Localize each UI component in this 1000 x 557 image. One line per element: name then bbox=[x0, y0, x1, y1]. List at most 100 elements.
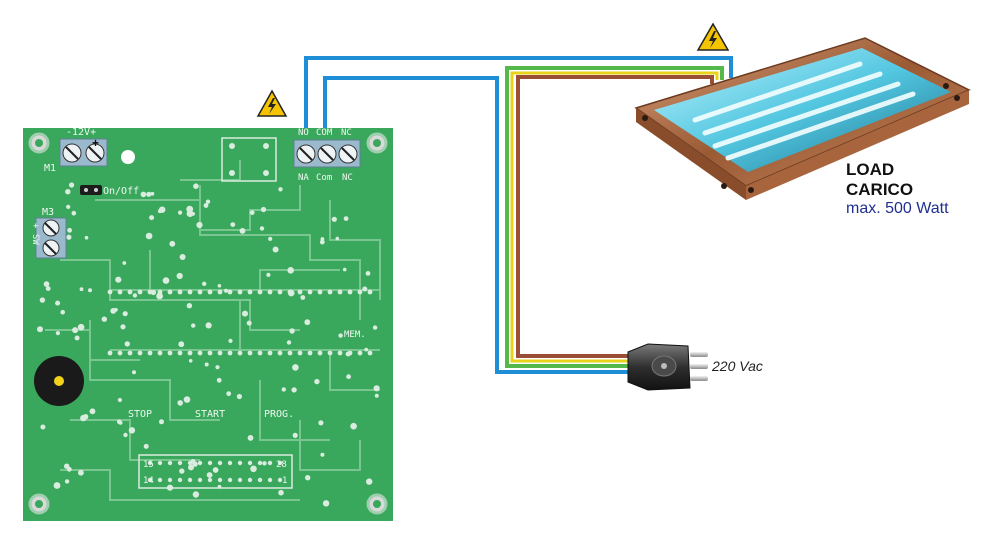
solder-pad bbox=[123, 432, 128, 438]
wire-earth-yellow bbox=[510, 71, 719, 363]
solder-pad bbox=[177, 350, 183, 356]
ic-pin-14: 14 bbox=[143, 476, 154, 486]
solder-pad bbox=[43, 281, 50, 287]
jumper-on-off bbox=[80, 185, 102, 195]
solder-pad bbox=[116, 419, 122, 425]
solder-pad bbox=[300, 295, 306, 300]
svg-text:+: + bbox=[92, 136, 99, 150]
solder-pad bbox=[60, 309, 65, 315]
solder-pad bbox=[132, 293, 138, 298]
solder-pad bbox=[318, 420, 324, 426]
solder-pad bbox=[115, 276, 122, 283]
solder-pad bbox=[365, 271, 371, 276]
solder-pad bbox=[66, 466, 72, 472]
relay-top-label-no: NO bbox=[298, 128, 309, 138]
solder-pad bbox=[122, 261, 127, 265]
solder-pad bbox=[346, 374, 351, 380]
solder-pad bbox=[291, 387, 297, 393]
solder-pad bbox=[215, 365, 220, 370]
solder-pad bbox=[277, 350, 283, 356]
solder-pad bbox=[314, 378, 320, 385]
solder-pad bbox=[205, 199, 211, 204]
solder-pad bbox=[107, 289, 113, 295]
solder-pad bbox=[178, 210, 183, 215]
solder-pad bbox=[55, 331, 61, 336]
solder-pad bbox=[197, 460, 203, 466]
solder-pad bbox=[157, 460, 163, 466]
m3-label: M3 bbox=[42, 207, 54, 218]
solder-pad bbox=[167, 289, 173, 295]
m1-label: M1 bbox=[44, 163, 56, 174]
solder-pad bbox=[287, 289, 295, 297]
solder-pad bbox=[307, 350, 313, 356]
load-spec: max. 500 Watt bbox=[846, 200, 949, 217]
solder-pad bbox=[55, 300, 61, 306]
solder-pad bbox=[71, 210, 77, 216]
solder-pad bbox=[237, 289, 243, 295]
stop-label: STOP bbox=[128, 409, 152, 420]
solder-pad bbox=[159, 419, 164, 425]
solder-pad bbox=[260, 206, 267, 213]
solder-pad bbox=[192, 491, 200, 498]
ic-pin-rows bbox=[107, 289, 373, 356]
solder-pad bbox=[145, 232, 153, 240]
solder-pad bbox=[179, 468, 185, 474]
solder-pad bbox=[37, 326, 43, 333]
solder-pad bbox=[307, 289, 313, 295]
solder-pad bbox=[122, 311, 128, 317]
relay-bottom-label-com: Com bbox=[316, 173, 332, 183]
solder-pad bbox=[177, 477, 183, 483]
solder-pad bbox=[39, 297, 46, 303]
prog-label: PROG. bbox=[264, 409, 294, 420]
solder-pad bbox=[67, 227, 72, 233]
pcb-board: + -12V+ M1 On/Off M3 + SW bbox=[23, 127, 393, 521]
solder-pad bbox=[230, 222, 236, 228]
solder-pad bbox=[140, 191, 147, 198]
solder-pad bbox=[187, 477, 193, 483]
wire-blue-na bbox=[304, 56, 733, 152]
power-plug bbox=[627, 343, 708, 391]
solder-pad bbox=[120, 324, 126, 330]
load-title: LOAD CARICO bbox=[846, 160, 913, 200]
solder-pad bbox=[278, 187, 283, 192]
solder-pad bbox=[239, 228, 246, 234]
solder-pad bbox=[319, 239, 325, 245]
solder-pad bbox=[162, 277, 170, 284]
solder-pad bbox=[191, 323, 196, 328]
solder-pad bbox=[187, 289, 193, 295]
solder-pad bbox=[150, 289, 157, 296]
solder-pad bbox=[88, 288, 92, 293]
solder-pad bbox=[89, 408, 96, 415]
solder-pad bbox=[237, 350, 243, 356]
buzzer bbox=[34, 356, 84, 406]
solder-pad bbox=[217, 477, 223, 483]
load-title-line2: CARICO bbox=[846, 180, 914, 199]
solder-pad bbox=[176, 272, 183, 280]
solder-pad bbox=[82, 414, 89, 420]
load-title-line1: LOAD bbox=[846, 160, 895, 179]
solder-pad bbox=[69, 182, 75, 188]
solder-pad bbox=[289, 328, 295, 334]
solder-pad bbox=[72, 327, 79, 334]
solder-pad bbox=[335, 236, 340, 241]
wire-blue-com bbox=[323, 76, 628, 374]
solder-pad bbox=[372, 325, 378, 330]
solder-pad bbox=[362, 286, 368, 292]
solder-pad bbox=[207, 477, 213, 483]
solder-pad bbox=[202, 281, 207, 286]
solder-pad bbox=[286, 340, 292, 345]
solder-pad bbox=[317, 350, 323, 356]
solder-pad bbox=[84, 235, 89, 240]
solder-pad bbox=[186, 205, 194, 213]
solder-pad bbox=[227, 350, 233, 356]
solder-pad bbox=[53, 482, 61, 489]
wire-earth-green bbox=[505, 66, 724, 368]
solder-pad bbox=[277, 460, 283, 466]
solder-pad bbox=[157, 477, 163, 483]
solder-pad bbox=[338, 333, 343, 338]
solder-pad bbox=[167, 350, 173, 356]
solder-pad bbox=[188, 359, 193, 363]
solder-pad bbox=[78, 469, 84, 476]
ic-pin-15: 15 bbox=[143, 460, 154, 470]
